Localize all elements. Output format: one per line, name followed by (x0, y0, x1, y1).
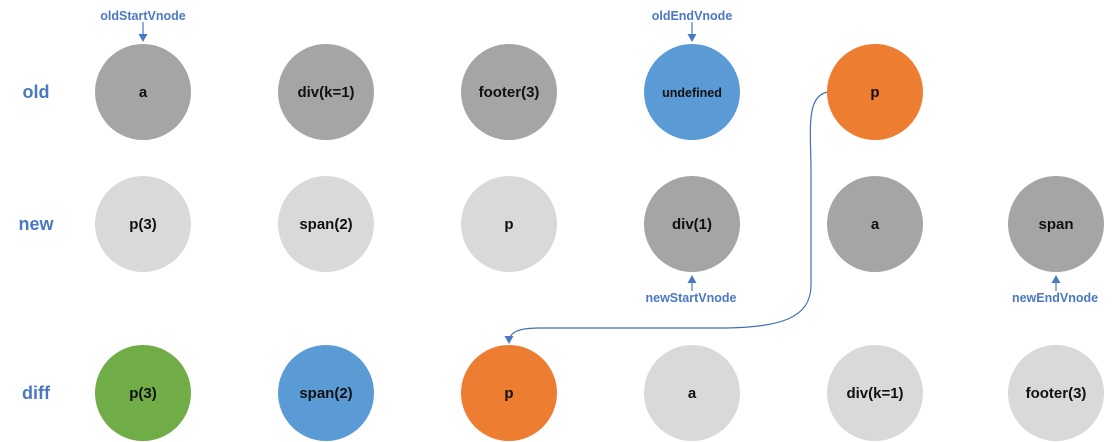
vnode-label: a (688, 385, 697, 402)
vnode-circle (461, 176, 557, 272)
vnode-label: footer(3) (1026, 385, 1087, 402)
vnode-old-2: footer(3) (461, 44, 557, 140)
vnode-label: p (870, 84, 879, 101)
pointer-label: newEndVnode (1012, 291, 1098, 305)
vnode-circle (95, 44, 191, 140)
vnode-label: span(2) (299, 216, 352, 233)
vnode-circle (827, 345, 923, 441)
pointer-label: oldStartVnode (100, 9, 185, 23)
vnode-new-0: p(3) (95, 176, 191, 272)
pointers-layer: oldStartVnode oldEndVnode newStartVnode new… (100, 9, 1098, 305)
pointer-label: oldEndVnode (652, 9, 733, 23)
vnode-label: p (504, 385, 513, 402)
pointer-new-end: newEndVnode (1012, 275, 1098, 305)
row-label-new: new (18, 214, 54, 234)
vnode-old-3: undefined (644, 44, 740, 140)
row-diff: diff p(3) span(2) p a div(k=1) footer(3) (22, 345, 1104, 441)
move-arrow-layer (504, 91, 830, 344)
vnode-label: p (504, 216, 513, 233)
vnode-circle (827, 176, 923, 272)
vnode-circle (95, 176, 191, 272)
vnode-new-1: span(2) (278, 176, 374, 272)
vnode-circle (461, 44, 557, 140)
vnode-label: div(k=1) (846, 385, 903, 402)
vnode-diff-0: p(3) (95, 345, 191, 441)
vnode-circle (644, 176, 740, 272)
vnode-old-1: div(k=1) (278, 44, 374, 140)
vnode-circle (95, 345, 191, 441)
pointer-old-start: oldStartVnode (100, 9, 186, 42)
pointer-label: newStartVnode (646, 291, 737, 305)
vnode-old-0: a (95, 44, 191, 140)
vnode-new-3: div(1) (644, 176, 740, 272)
vnode-circle (644, 345, 740, 441)
vnode-circle (461, 345, 557, 441)
row-label-old: old (23, 82, 50, 102)
vnode-label: footer(3) (479, 84, 540, 101)
vnode-diff-4: div(k=1) (827, 345, 923, 441)
vnode-label: a (871, 216, 880, 233)
vnode-old-4: p (827, 44, 923, 140)
vnode-new-4: a (827, 176, 923, 272)
vnode-diff-1: span(2) (278, 345, 374, 441)
vnode-circle (1008, 176, 1104, 272)
vnode-new-2: p (461, 176, 557, 272)
rows-layer: old a div(k=1) footer(3) undefined p new p(3) sp… (18, 44, 1104, 441)
row-label-diff: diff (22, 383, 51, 403)
move-arrow (504, 91, 830, 344)
vnode-label: div(1) (672, 216, 712, 233)
vnode-label: span (1038, 216, 1073, 233)
vnode-circle (1008, 345, 1104, 441)
row-old: old a div(k=1) footer(3) undefined p (23, 44, 923, 140)
vnode-new-5: span (1008, 176, 1104, 272)
vnode-label: undefined (662, 86, 722, 100)
vnode-circle (827, 44, 923, 140)
vnode-label: span(2) (299, 385, 352, 402)
vnode-diff-5: footer(3) (1008, 345, 1104, 441)
vnode-label: p(3) (129, 385, 157, 402)
row-new: new p(3) span(2) p div(1) a span (18, 176, 1104, 272)
vnode-label: p(3) (129, 216, 157, 233)
pointer-old-end: oldEndVnode (652, 9, 733, 42)
vnode-circle (278, 345, 374, 441)
vnode-diff-3: a (644, 345, 740, 441)
vnode-label: div(k=1) (297, 84, 354, 101)
vnode-label: a (139, 84, 148, 101)
vnode-circle (644, 44, 740, 140)
vnode-circle (278, 44, 374, 140)
vnode-diff-2: p (461, 345, 557, 441)
vnode-circle (278, 176, 374, 272)
pointer-new-start: newStartVnode (646, 275, 737, 305)
